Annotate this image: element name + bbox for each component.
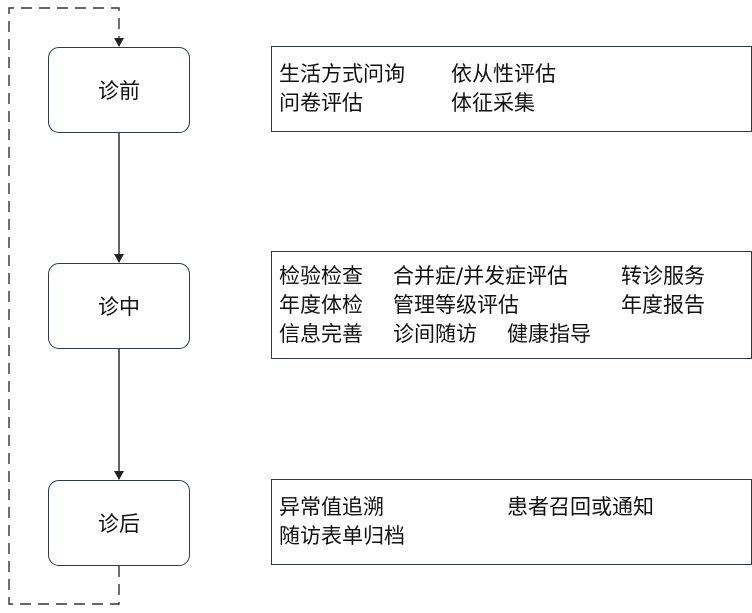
detail-row: 随访表单归档 [272, 522, 751, 551]
detail-row: 检验检查 合并症/并发症评估 转诊服务 [272, 262, 751, 291]
detail-item: 体征采集 [451, 91, 535, 115]
detail-box-post-visit: 异常值追溯 患者召回或通知 随访表单归档 [271, 479, 752, 565]
detail-item: 问卷评估 [279, 91, 363, 115]
detail-item: 异常值追溯 [279, 495, 384, 519]
detail-row: 问卷评估 体征采集 [272, 89, 751, 118]
detail-item: 合并症/并发症评估 [393, 264, 569, 288]
stage-box-pre-visit: 诊前 [48, 47, 190, 133]
detail-box-in-visit: 检验检查 合并症/并发症评估 转诊服务 年度体检 管理等级评估 年度报告 信息完… [271, 251, 752, 359]
detail-item: 患者召回或通知 [507, 495, 654, 519]
detail-row: 年度体检 管理等级评估 年度报告 [272, 291, 751, 320]
detail-item: 转诊服务 [621, 264, 705, 288]
detail-item: 随访表单归档 [279, 524, 405, 548]
detail-item: 依从性评估 [451, 62, 556, 86]
stage-label: 诊前 [98, 79, 140, 103]
detail-item: 检验检查 [279, 264, 363, 288]
stage-box-post-visit: 诊后 [48, 480, 190, 566]
detail-row: 生活方式问询 依从性评估 [272, 60, 751, 89]
detail-item: 年度体检 [279, 293, 363, 317]
detail-item: 年度报告 [621, 293, 705, 317]
stage-box-in-visit: 诊中 [48, 263, 190, 349]
stage-label: 诊中 [98, 295, 140, 319]
detail-row: 异常值追溯 患者召回或通知 [272, 493, 751, 522]
detail-item: 管理等级评估 [393, 293, 519, 317]
detail-item: 健康指导 [507, 322, 591, 346]
detail-item: 诊间随访 [393, 322, 477, 346]
detail-item: 生活方式问询 [279, 62, 405, 86]
detail-box-pre-visit: 生活方式问询 依从性评估 问卷评估 体征采集 [271, 46, 752, 132]
stage-label: 诊后 [98, 512, 140, 536]
detail-item: 信息完善 [279, 322, 363, 346]
detail-row: 信息完善 诊间随访 健康指导 [272, 320, 751, 349]
